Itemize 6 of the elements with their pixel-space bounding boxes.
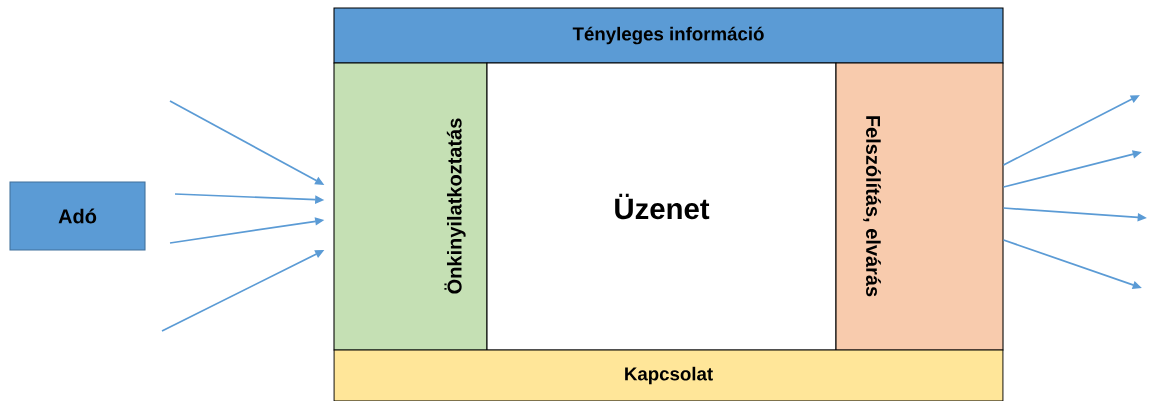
top-band: Tényleges információ — [333, 7, 1004, 64]
bottom-band: Kapcsolat — [333, 349, 1004, 401]
left-band: Önkinyilatkoztatás — [333, 62, 488, 351]
sender-box: Adó — [9, 181, 146, 251]
right-band: Felszólítás, elvárás — [835, 62, 1004, 351]
message-area: Üzenet — [486, 62, 837, 351]
